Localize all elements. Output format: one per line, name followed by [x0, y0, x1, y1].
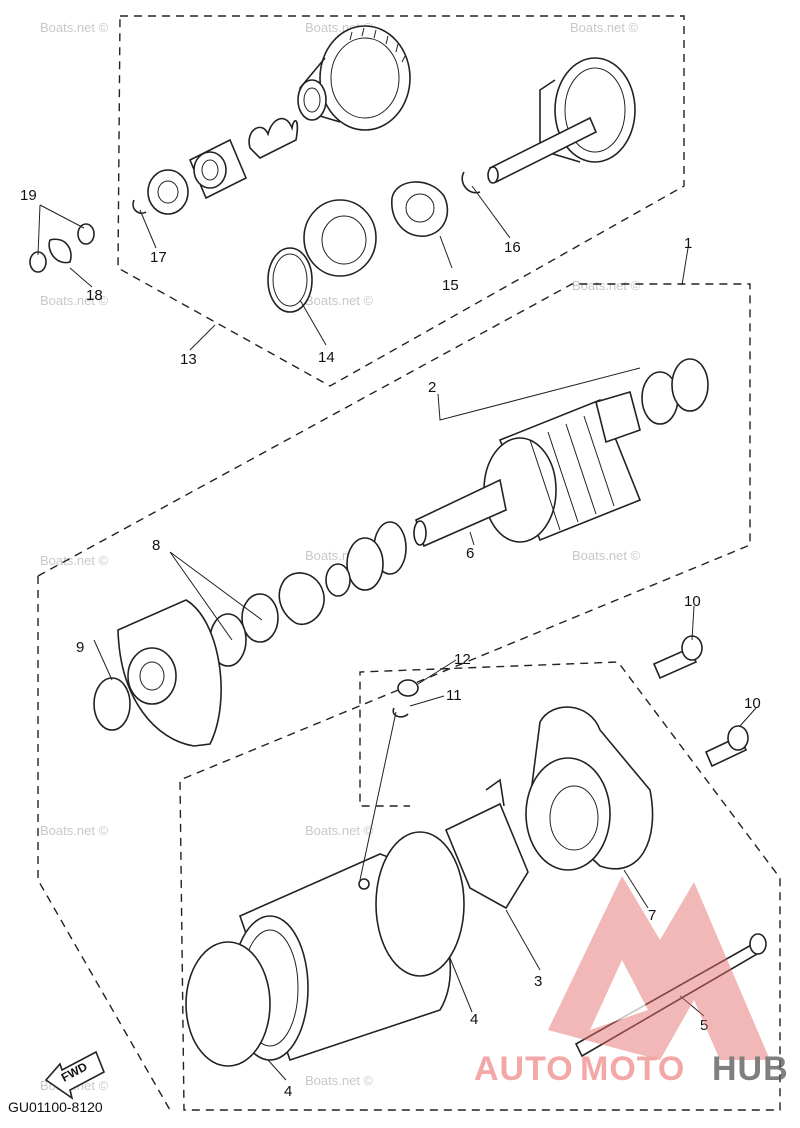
callout-10a: 10	[684, 593, 701, 610]
group-1-outline	[37, 283, 781, 1111]
watermark: Boats.net ©	[40, 823, 109, 838]
callout-18: 18	[86, 287, 103, 304]
callout-2: 2	[428, 379, 436, 396]
callout-1: 1	[684, 235, 692, 252]
logo-text-hub: HUB	[712, 1050, 789, 1088]
callout-19: 19	[20, 187, 37, 204]
callout-12: 12	[454, 651, 471, 668]
watermark: Boats.net ©	[305, 823, 374, 838]
callout-16: 16	[504, 239, 521, 256]
watermark: Boats.net ©	[40, 553, 109, 568]
watermark: Boats.net ©	[40, 20, 109, 35]
armature	[413, 358, 709, 548]
callout-3: 3	[534, 973, 542, 990]
fwd-arrow-icon	[44, 1050, 106, 1100]
callout-11: 11	[446, 687, 462, 704]
automotohub-logo: AUTO MOTO HUB	[474, 876, 789, 1088]
group-13-outline	[117, 15, 685, 387]
clutch-assembly-parts	[132, 25, 636, 313]
logo-text-auto: AUTO	[474, 1050, 574, 1088]
logo-triangle-icon	[548, 876, 770, 1060]
callout-6: 6	[466, 545, 474, 562]
callout-10b: 10	[744, 695, 761, 712]
yoke-and-end-cover	[185, 635, 767, 1067]
diagram-code: GU01100-8120	[8, 1099, 103, 1115]
callout-4b: 4	[284, 1083, 292, 1100]
loose-spring-washer-parts	[29, 223, 95, 273]
washer-row	[209, 521, 407, 667]
logo-text-moto: MOTO	[580, 1050, 685, 1088]
leader-lines	[37, 185, 757, 1081]
callout-5: 5	[700, 1017, 708, 1034]
callout-14: 14	[318, 349, 335, 366]
watermark: Boats.net ©	[305, 1073, 374, 1088]
callout-13: 13	[180, 351, 197, 368]
callout-15: 15	[442, 277, 459, 294]
callout-17: 17	[150, 249, 167, 266]
watermark: Boats.net ©	[40, 293, 109, 308]
callout-8: 8	[152, 537, 160, 554]
callout-numbers: 19 18 17 16 15 14 13 1 2 6 8 9 12 11 10 …	[20, 187, 761, 1100]
callout-7: 7	[648, 907, 656, 924]
watermark: Boats.net ©	[305, 293, 374, 308]
watermark: Boats.net ©	[572, 278, 641, 293]
callout-4a: 4	[470, 1011, 478, 1028]
group-1-lower-outline	[37, 576, 171, 1111]
callout-9: 9	[76, 639, 84, 656]
watermark: Boats.net ©	[572, 548, 641, 563]
front-cover	[93, 599, 222, 747]
watermark: Boats.net ©	[570, 20, 639, 35]
